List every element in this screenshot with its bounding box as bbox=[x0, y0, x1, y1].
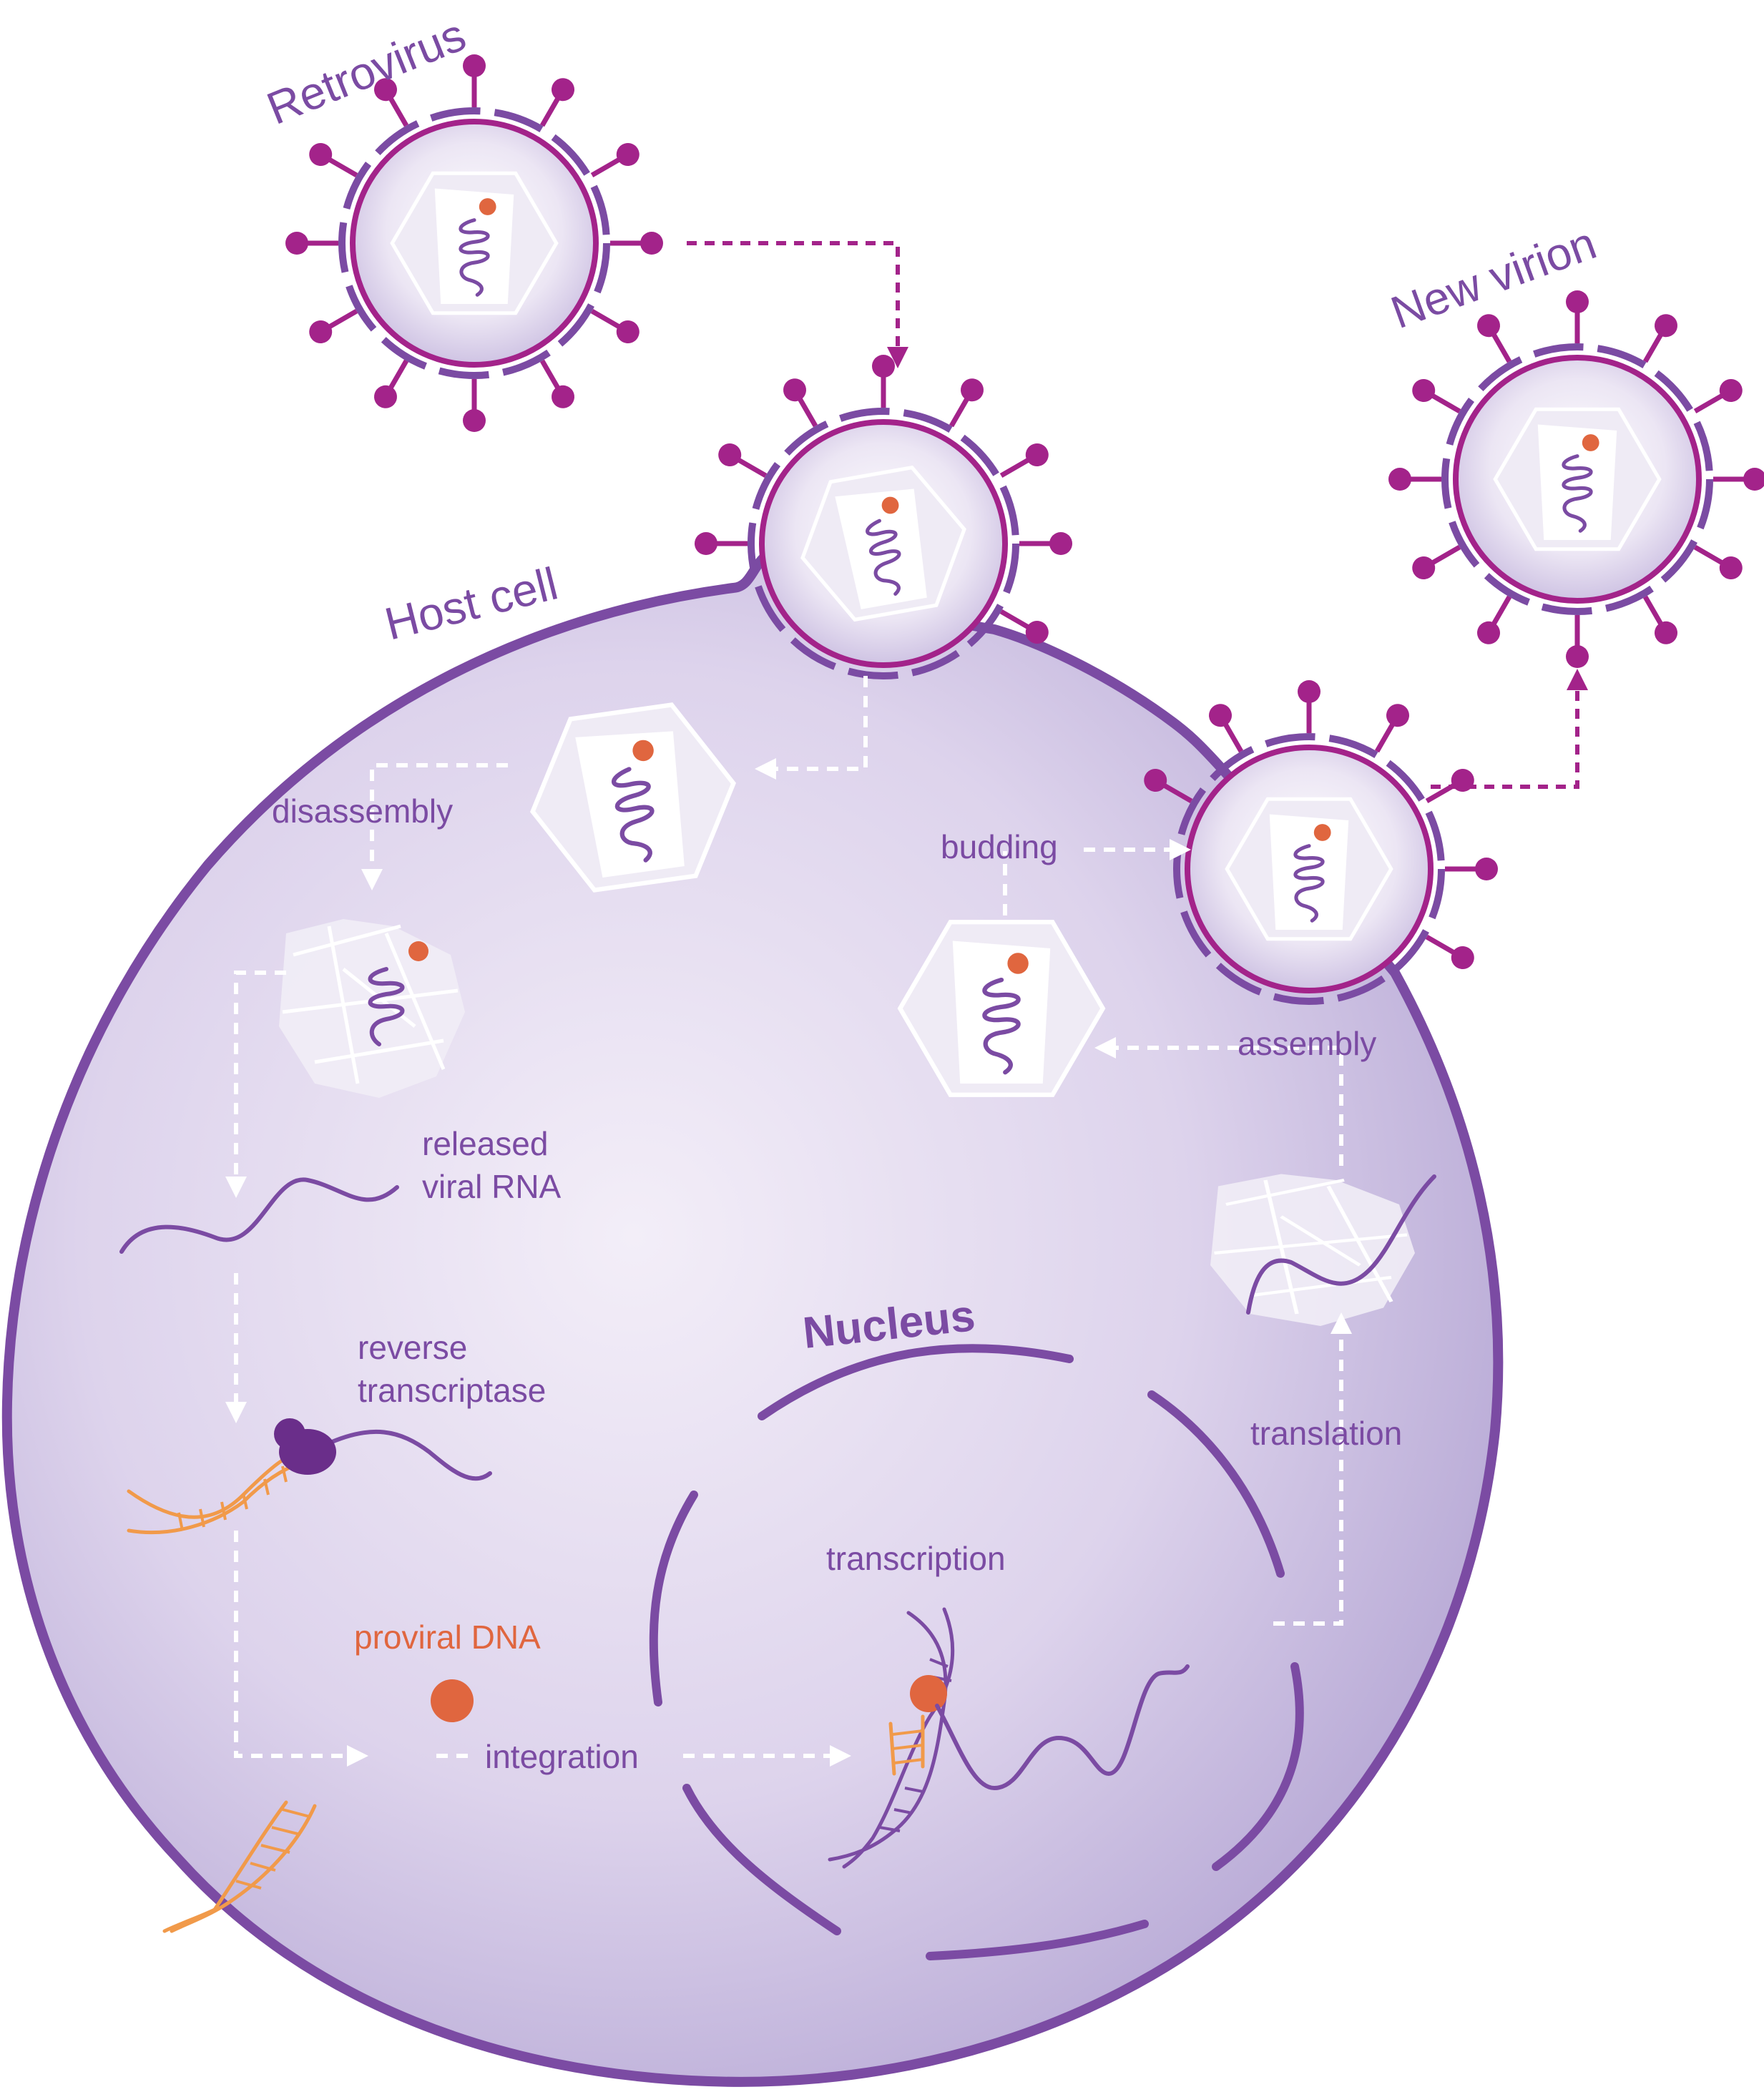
integrated-dna-transcription bbox=[828, 1607, 1190, 1869]
arrow-translation bbox=[1273, 1312, 1352, 1626]
budding-virus bbox=[1140, 680, 1498, 1005]
released-viral-rna-label-2: viral RNA bbox=[422, 1168, 562, 1205]
translation-label: translation bbox=[1250, 1415, 1402, 1452]
new-virion-particle bbox=[1388, 290, 1764, 668]
assembly-label: assembly bbox=[1238, 1025, 1376, 1062]
arrow-down-left-chain bbox=[225, 971, 368, 1767]
reverse-transcriptase-label-2: transcriptase bbox=[358, 1372, 546, 1409]
reverse-transcriptase-complex bbox=[127, 1418, 492, 1535]
arrow-release bbox=[1431, 669, 1588, 789]
released-viral-rna-label-1: released bbox=[422, 1125, 548, 1162]
disassembling-capsid bbox=[279, 919, 465, 1098]
proviral-dna bbox=[162, 1679, 474, 1933]
nucleus-envelope bbox=[649, 1344, 1304, 1960]
retrovirus-particle bbox=[285, 54, 663, 432]
proviral-dna-label: proviral DNA bbox=[354, 1619, 541, 1656]
budding-label: budding bbox=[941, 828, 1058, 865]
arrow-to-capsid bbox=[755, 676, 868, 780]
disassembly-label: disassembly bbox=[272, 792, 453, 830]
reverse-transcriptase-label-1: reverse bbox=[358, 1329, 467, 1366]
released-viral-rna bbox=[119, 1177, 399, 1254]
arrow-disassembly bbox=[361, 763, 508, 890]
arrow-budding bbox=[1003, 839, 1191, 915]
integration-label: integration bbox=[485, 1738, 639, 1775]
translated-proteins bbox=[1210, 1174, 1436, 1327]
entering-virus bbox=[695, 355, 1072, 679]
transcription-label: transcription bbox=[826, 1540, 1006, 1577]
arrow-entry bbox=[687, 241, 908, 368]
